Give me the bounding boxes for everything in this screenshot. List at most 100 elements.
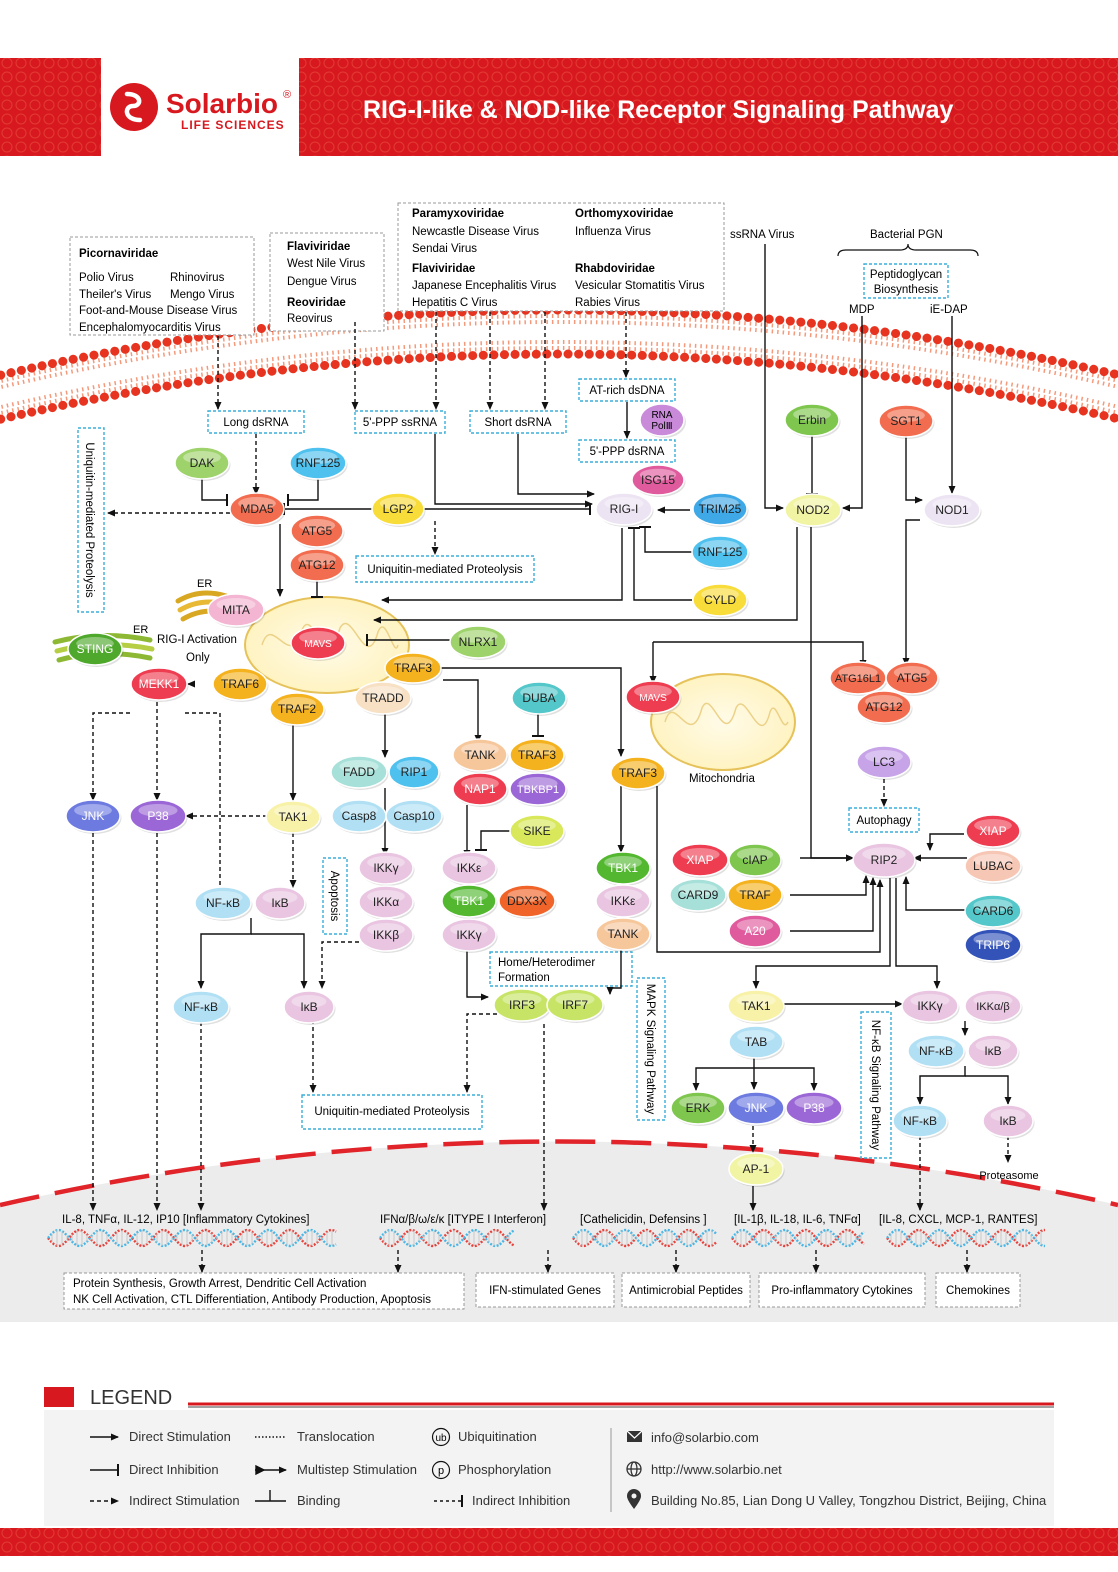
- node-label-card9: CARD9: [678, 888, 719, 902]
- contact-website: http://www.solarbio.net: [651, 1462, 782, 1477]
- svg-text:Vesicular Stomatitis Virus: Vesicular Stomatitis Virus: [575, 280, 705, 292]
- node-label-traf3a: TRAF3: [394, 661, 432, 675]
- node-ikkg3: IKKγ: [901, 989, 960, 1024]
- contact-address: Building No.85, Lian Dong U Valley, Tong…: [651, 1493, 1047, 1508]
- node-tbkbp1: TBKBP1: [509, 772, 568, 807]
- dna-helix-1: [47, 1228, 337, 1248]
- legend-direct-stimulation: Direct Stimulation: [129, 1429, 231, 1444]
- node-label-ikka: IKKα: [373, 895, 399, 909]
- node-label-rnf125a: RNF125: [296, 456, 341, 470]
- node-label-tak1a: TAK1: [278, 810, 307, 824]
- svg-text:Uniquitin-mediated Proteolysis: Uniquitin-mediated Proteolysis: [83, 442, 95, 598]
- svg-text:Formation: Formation: [498, 972, 550, 984]
- svg-text:Uniquitin-mediated Proteolysis: Uniquitin-mediated Proteolysis: [367, 564, 523, 576]
- bacterial-pgn-label: Bacterial PGN: [870, 229, 943, 241]
- node-label-tradd: TRADD: [362, 691, 404, 705]
- node-label-xiap1: XIAP: [686, 853, 713, 867]
- node-label-casp8: Casp8: [342, 809, 377, 823]
- node-mekk1: MEKK1: [130, 667, 189, 702]
- outcome-5: Chemokines: [946, 1285, 1010, 1297]
- outcome-1b: NK Cell Activation, CTL Differentiation,…: [73, 1294, 431, 1306]
- node-ikka: IKKα: [358, 885, 415, 920]
- node-label-erk: ERK: [686, 1101, 711, 1115]
- node-atg12a: ATG12: [289, 548, 346, 583]
- node-card9: CARD9: [669, 878, 728, 913]
- mail-icon: [626, 1430, 643, 1442]
- node-rigi: RIG-I: [595, 492, 654, 527]
- svg-text:RNA: RNA: [651, 410, 672, 421]
- svg-text:Home/Heterodimer: Home/Heterodimer: [498, 957, 595, 969]
- legend-translocation: Translocation: [297, 1429, 375, 1444]
- dna-strands: [47, 1228, 1046, 1248]
- node-atg5b: ATG5: [885, 661, 940, 696]
- node-ikb4: IκB: [982, 1104, 1035, 1139]
- node-ikkg1: IKKγ: [358, 851, 415, 886]
- node-label-rip1: RIP1: [401, 765, 428, 779]
- node-label-tank2: TANK: [607, 927, 638, 941]
- node-label-lc3: LC3: [873, 755, 895, 769]
- node-duba: DUBA: [511, 681, 568, 716]
- node-label-tank1: TANK: [464, 748, 495, 762]
- node-label-mavs1: MAVS: [304, 639, 332, 650]
- node-nod2: NOD2: [784, 493, 843, 528]
- node-ikb2: IκB: [283, 990, 336, 1025]
- outcome-4: Pro-inflammatory Cytokines: [771, 1285, 912, 1297]
- gene-label-interferon: IFNα/β/ω/ε/κ [ITYPE I Interferon]: [380, 1214, 546, 1226]
- node-tank2: TANK: [595, 917, 652, 952]
- node-label-ikkg1: IKKγ: [373, 861, 398, 875]
- node-traf6: TRAF6: [212, 667, 269, 702]
- svg-text:Long dsRNA: Long dsRNA: [223, 417, 289, 429]
- svg-text:Reoviridae: Reoviridae: [287, 297, 346, 309]
- svg-text:5'-PPP ssRNA: 5'-PPP ssRNA: [363, 417, 438, 429]
- apoptosis-box: Apoptosis: [322, 857, 348, 935]
- mapk-pathway-box: MAPK Signaling Pathway: [636, 977, 666, 1121]
- svg-text:Biosynthesis: Biosynthesis: [874, 284, 939, 296]
- node-mavs2: MAVS: [625, 680, 682, 715]
- node-label-duba: DUBA: [522, 691, 555, 705]
- node-jnk1: JNK: [65, 799, 122, 834]
- node-sike: SIKE: [509, 814, 566, 849]
- svg-text:NF-κB Signaling Pathway: NF-κB Signaling Pathway: [869, 1020, 881, 1151]
- dna-helix-5: [886, 1228, 1046, 1248]
- node-nlrx1: NLRX1: [449, 625, 508, 660]
- node-atg5a: ATG5: [290, 514, 345, 549]
- node-label-fadd: FADD: [343, 765, 375, 779]
- outcome-2: IFN-stimulated Genes: [489, 1285, 601, 1297]
- nfkb-pathway-box: NF-κB Signaling Pathway: [860, 1011, 892, 1159]
- legend-multistep-stimulation: Multistep Stimulation: [297, 1462, 417, 1477]
- node-xiap1: XIAP: [671, 843, 730, 878]
- svg-text:Foot-and-Mouse Disease Virus: Foot-and-Mouse Disease Virus: [79, 305, 238, 317]
- svg-text:Sendai Virus: Sendai Virus: [412, 243, 477, 255]
- svg-text:PolⅢ: PolⅢ: [651, 421, 672, 432]
- node-tak1b: TAK1: [727, 989, 786, 1024]
- node-ikke1: IKKε: [441, 851, 498, 886]
- node-traf2: TRAF2: [269, 692, 326, 727]
- node-label-irf7: IRF7: [562, 998, 588, 1012]
- mitochondria-label: Mitochondria: [689, 773, 755, 785]
- svg-text:Influenza Virus: Influenza Virus: [575, 226, 651, 238]
- node-erk: ERK: [670, 1091, 727, 1126]
- svg-text:Reovirus: Reovirus: [287, 313, 333, 325]
- svg-text:Newcastle Disease Virus: Newcastle Disease Virus: [412, 226, 539, 238]
- node-label-nfkb2: NF-κB: [184, 1000, 218, 1014]
- outcome-boxes: Protein Synthesis, Growth Arrest, Dendri…: [63, 1272, 1021, 1310]
- node-ikke2: IKKε: [595, 884, 652, 919]
- svg-text:AT-rich dsDNA: AT-rich dsDNA: [589, 385, 665, 397]
- node-label-traf6: TRAF6: [221, 677, 259, 691]
- svg-text:Rhinovirus: Rhinovirus: [170, 272, 225, 284]
- node-label-nod2: NOD2: [796, 503, 830, 517]
- svg-text:Orthomyxoviridae: Orthomyxoviridae: [575, 208, 673, 220]
- node-label-mavs2: MAVS: [639, 693, 667, 704]
- node-label-xiap2: XIAP: [979, 824, 1006, 838]
- outcome-1a: Protein Synthesis, Growth Arrest, Dendri…: [73, 1278, 366, 1290]
- brand-subtitle: LIFE SCIENCES: [181, 118, 285, 132]
- contact-email: info@solarbio.com: [651, 1430, 759, 1445]
- node-label-nfkb4: NF-κB: [903, 1114, 937, 1128]
- ssrna-virus-label: ssRNA Virus: [730, 229, 795, 241]
- node-label-nod1: NOD1: [935, 503, 969, 517]
- node-ddx3x: DDX3X: [498, 884, 557, 919]
- node-nod1: NOD1: [923, 493, 982, 528]
- legend: LEGEND ub p Direct Stimulation Direct In…: [44, 1387, 1054, 1526]
